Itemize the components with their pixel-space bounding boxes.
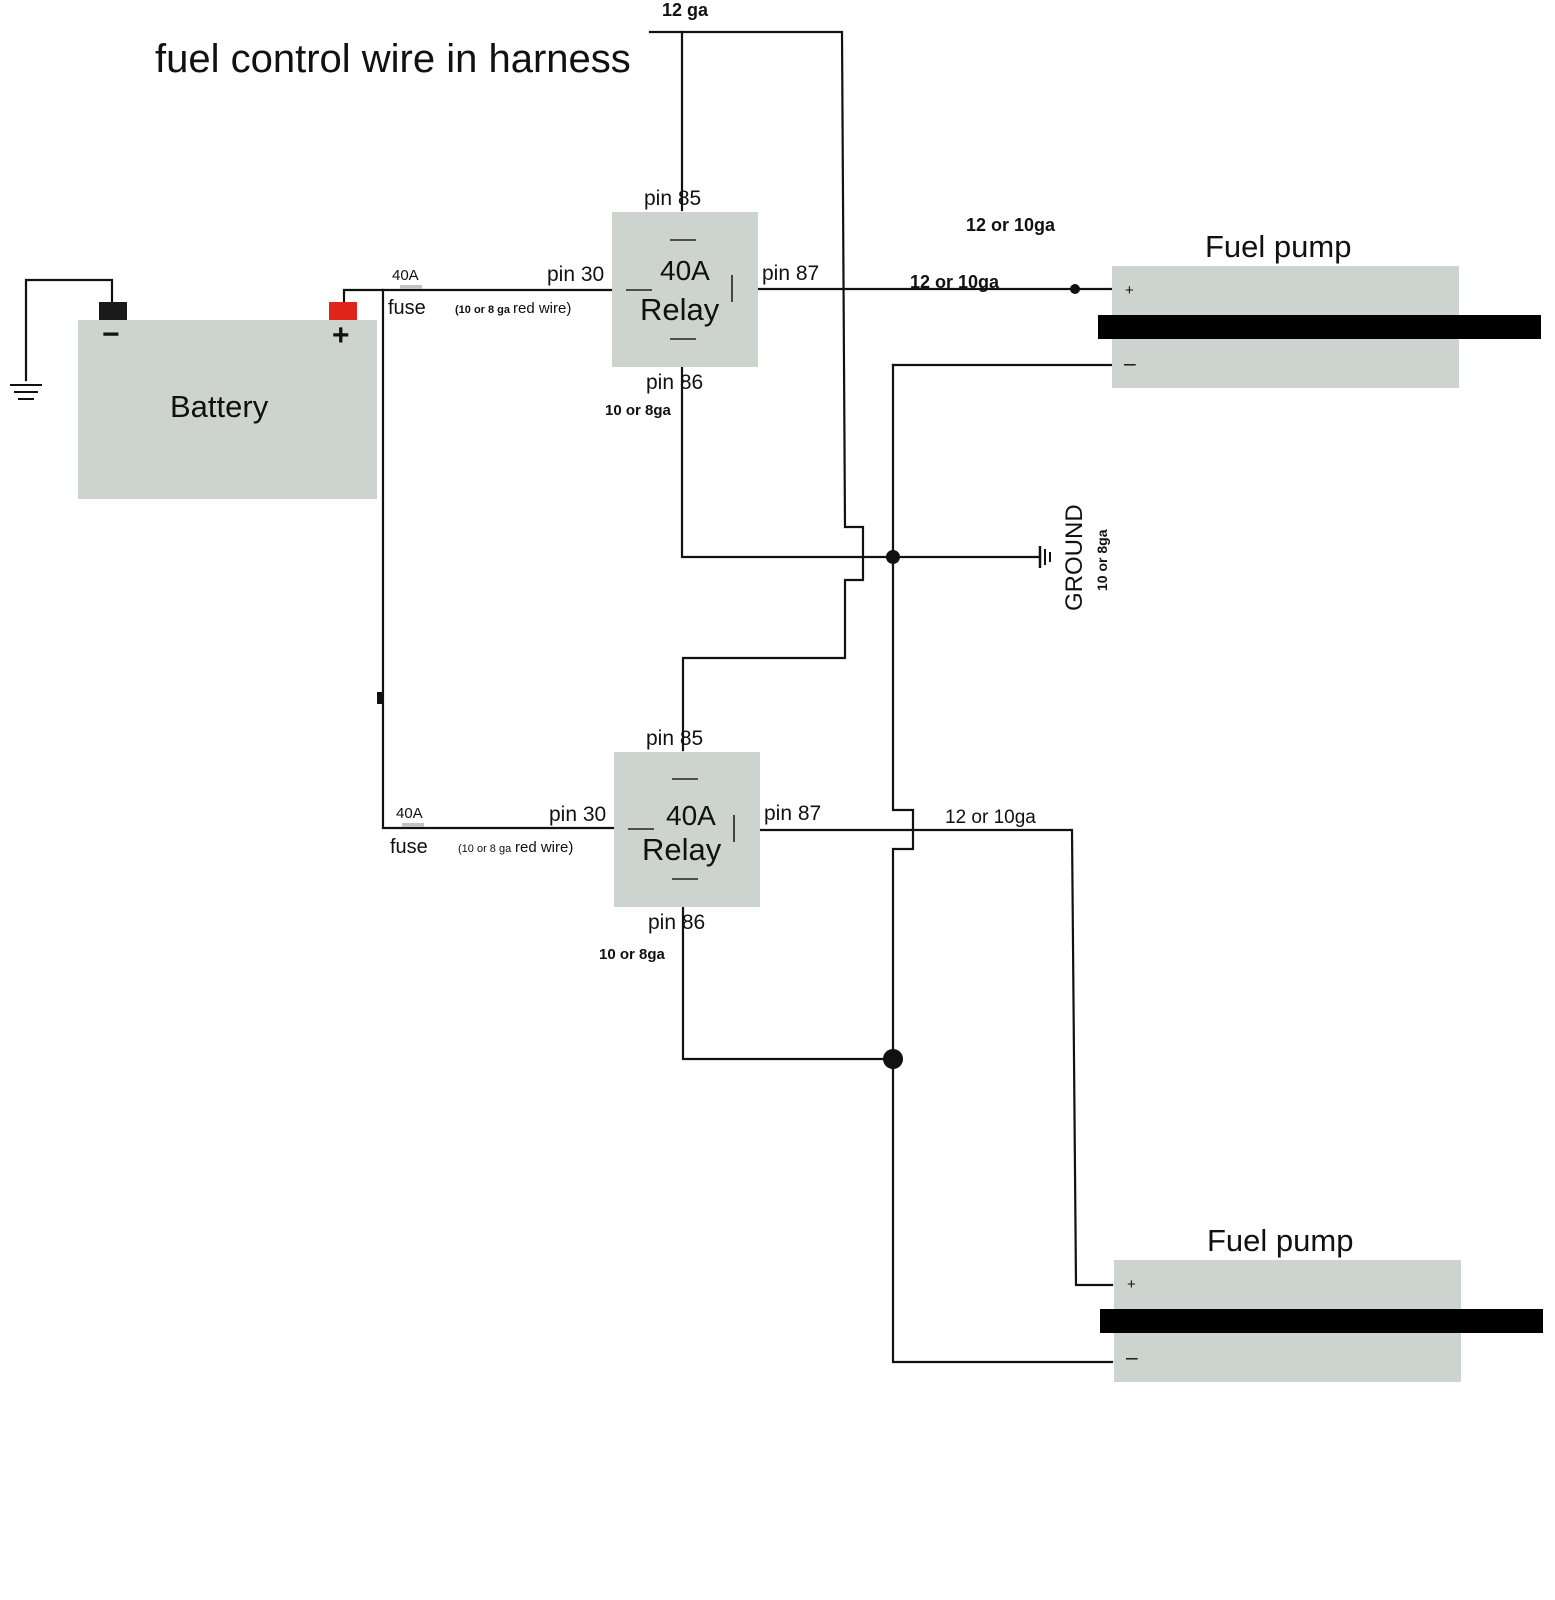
battery-negative-terminal bbox=[99, 302, 127, 320]
fuse-top-note-prefix: (10 or 8 ga bbox=[455, 304, 511, 316]
ground-label: GROUND bbox=[1061, 504, 1088, 611]
pump-top-gauge-upper: 12 or 10ga bbox=[966, 215, 1056, 235]
fuel-pump-bottom: Fuel pump + – 12 or 10ga bbox=[945, 807, 1543, 1382]
fuse-bottom-note-prefix: (10 or 8 ga bbox=[458, 843, 512, 855]
ground-junction-dot bbox=[886, 550, 900, 564]
fuel-pump-bottom-label: Fuel pump bbox=[1207, 1223, 1353, 1258]
top-wire-gauge-label: 12 ga bbox=[662, 0, 709, 20]
fuse-top-label: fuse bbox=[388, 297, 426, 319]
fuse-bottom: 40A fuse (10 or 8 ga red wire) bbox=[390, 805, 573, 858]
ground-gauge-label: 10 or 8ga bbox=[1094, 529, 1110, 591]
pump-feed-dot bbox=[1070, 284, 1080, 294]
top-pin86-ground-wire bbox=[680, 365, 1042, 559]
fuse-bottom-amps: 40A bbox=[396, 805, 423, 822]
fuel-pump-top: Fuel pump + – 12 or 10ga 12 or 10ga bbox=[910, 215, 1541, 388]
relay-top-pin86-label: pin 86 bbox=[646, 371, 703, 394]
fuel-pump-top-plus: + bbox=[1125, 282, 1134, 299]
ground-bus-wire bbox=[891, 363, 1114, 1364]
relay-bottom-name: Relay bbox=[642, 832, 722, 867]
battery-body bbox=[78, 320, 377, 499]
relay-bottom-pin85-label: pin 85 bbox=[646, 727, 703, 750]
bottom-pin87-wire bbox=[758, 828, 1114, 1287]
fuse-top: 40A fuse (10 or 8 ga red wire) bbox=[388, 267, 571, 319]
ground-symbol bbox=[1038, 546, 1051, 568]
fuel-pump-top-label: Fuel pump bbox=[1205, 229, 1351, 264]
battery-ground-symbol bbox=[10, 384, 42, 400]
battery: − + Battery bbox=[78, 302, 377, 499]
relay-bottom-pin86-label: pin 86 bbox=[648, 911, 705, 934]
battery-positive-terminal bbox=[329, 302, 357, 320]
relay-top-amps: 40A bbox=[660, 255, 710, 286]
relay-bottom-pin30-label: pin 30 bbox=[549, 803, 606, 826]
relay-top-pin30-label: pin 30 bbox=[547, 263, 604, 286]
wires bbox=[24, 30, 1114, 1364]
control-wire-12ga bbox=[680, 30, 865, 752]
relay-top-name: Relay bbox=[640, 292, 720, 327]
diagram-title: fuel control wire in harness bbox=[155, 37, 631, 81]
relay-top-pin86-gauge: 10 or 8ga bbox=[605, 402, 672, 419]
relay-bottom: 40A Relay pin 85 pin 30 pin 87 pin 86 10… bbox=[549, 727, 821, 963]
battery-positive-bus bbox=[342, 288, 385, 829]
relay-bottom-pin86-gauge: 10 or 8ga bbox=[599, 946, 666, 963]
battery-positive-sign: + bbox=[332, 319, 350, 352]
battery-ground-wire bbox=[24, 278, 114, 382]
battery-negative-sign: − bbox=[102, 318, 120, 351]
relay-top-pin87-label: pin 87 bbox=[762, 262, 819, 285]
lower-ground-junction-dot bbox=[883, 1049, 903, 1069]
bottom-pin86-ground-wire bbox=[681, 903, 895, 1061]
fuel-pump-bottom-plus: + bbox=[1127, 1276, 1136, 1293]
fuse-bottom-label: fuse bbox=[390, 836, 428, 858]
relay-bottom-pin87-label: pin 87 bbox=[764, 802, 821, 825]
relay-top-pin85-label: pin 85 bbox=[644, 187, 701, 210]
relay-bottom-amps: 40A bbox=[666, 800, 716, 831]
fuse-top-note-suffix: red wire) bbox=[513, 300, 571, 317]
fuel-pump-bottom-minus: – bbox=[1126, 1346, 1138, 1369]
battery-label: Battery bbox=[170, 389, 269, 424]
pump-top-feed-gauge: 12 or 10ga bbox=[910, 272, 1000, 292]
fuse-top-amps: 40A bbox=[392, 267, 419, 284]
fuel-pump-top-minus: – bbox=[1124, 352, 1136, 375]
relay-top: 40A Relay pin 85 pin 30 pin 87 pin 86 10… bbox=[547, 187, 819, 419]
bus-tick-mark bbox=[377, 692, 382, 704]
fuse-bottom-note-suffix: red wire) bbox=[515, 839, 573, 856]
pump-bottom-feed-gauge: 12 or 10ga bbox=[945, 807, 1036, 828]
